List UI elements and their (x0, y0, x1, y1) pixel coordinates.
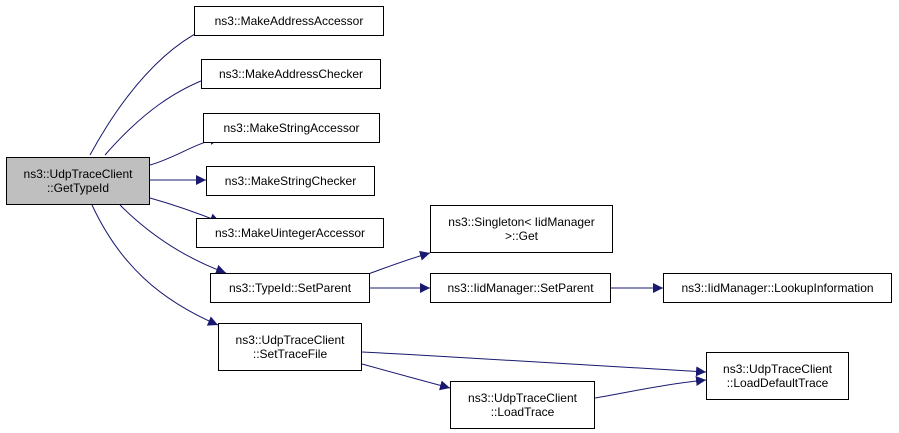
node-make-address-checker[interactable]: ns3::MakeAddressChecker (201, 59, 381, 89)
node-typeid-set-parent[interactable]: ns3::TypeId::SetParent (210, 273, 370, 303)
node-label-line2: >::Get (504, 229, 539, 243)
node-label-line1: ns3::UdpTraceClient (468, 391, 577, 405)
node-label: ns3::MakeAddressAccessor (214, 14, 364, 28)
node-label: ns3::MakeAddressChecker (218, 67, 364, 81)
edge-root-to-typeid-set-parent (119, 204, 227, 275)
node-label-line1: ns3::UdpTraceClient (23, 167, 133, 181)
edge-set-trace-file-to-load-trace (361, 363, 451, 391)
node-label: ns3::MakeUintegerAccessor (214, 226, 366, 240)
edge-typeid-set-parent-to-singleton-get (359, 250, 431, 278)
node-label-line2: ::GetTypeId (46, 181, 110, 195)
node-label-line1: ns3::UdpTraceClient (235, 333, 345, 347)
node-udptraceclient-settracefile[interactable]: ns3::UdpTraceClient ::SetTraceFile (218, 323, 362, 371)
node-label-line2: ::SetTraceFile (252, 347, 328, 361)
node-label: ns3::MakeStringChecker (224, 174, 357, 188)
node-singleton-iidmanager-get[interactable]: ns3::Singleton< IidManager >::Get (430, 205, 613, 253)
edge-load-trace-to-load-default-trace (594, 375, 707, 399)
node-label: ns3::TypeId::SetParent (228, 281, 352, 295)
node-iidmanager-set-parent[interactable]: ns3::IidManager::SetParent (430, 273, 611, 303)
edge-set-trace-file-to-load-default-trace (361, 351, 707, 377)
node-label-line2: ::LoadTrace (490, 405, 555, 419)
node-make-uinteger-accessor[interactable]: ns3::MakeUintegerAccessor (196, 218, 384, 248)
node-label: ns3::MakeStringAccessor (223, 121, 360, 135)
node-label-line2: ::LoadDefaultTrace (726, 376, 829, 390)
node-udptraceclient-gettypeid: ns3::UdpTraceClient ::GetTypeId (6, 157, 150, 205)
node-label-line1: ns3::UdpTraceClient (723, 362, 832, 376)
node-label: ns3::IidManager::LookupInformation (681, 281, 874, 295)
node-label-line1: ns3::Singleton< IidManager (448, 215, 595, 229)
node-make-string-accessor[interactable]: ns3::MakeStringAccessor (203, 113, 380, 143)
node-label: ns3::IidManager::SetParent (447, 281, 594, 295)
node-iidmanager-lookup-information[interactable]: ns3::IidManager::LookupInformation (663, 273, 892, 303)
node-udptraceclient-loaddefaulttrace[interactable]: ns3::UdpTraceClient ::LoadDefaultTrace (706, 352, 849, 400)
node-make-address-accessor[interactable]: ns3::MakeAddressAccessor (194, 6, 384, 36)
edge-root-to-set-trace-file (91, 204, 219, 326)
node-make-string-checker[interactable]: ns3::MakeStringChecker (206, 166, 375, 196)
node-udptraceclient-loadtrace[interactable]: ns3::UdpTraceClient ::LoadTrace (450, 381, 595, 429)
